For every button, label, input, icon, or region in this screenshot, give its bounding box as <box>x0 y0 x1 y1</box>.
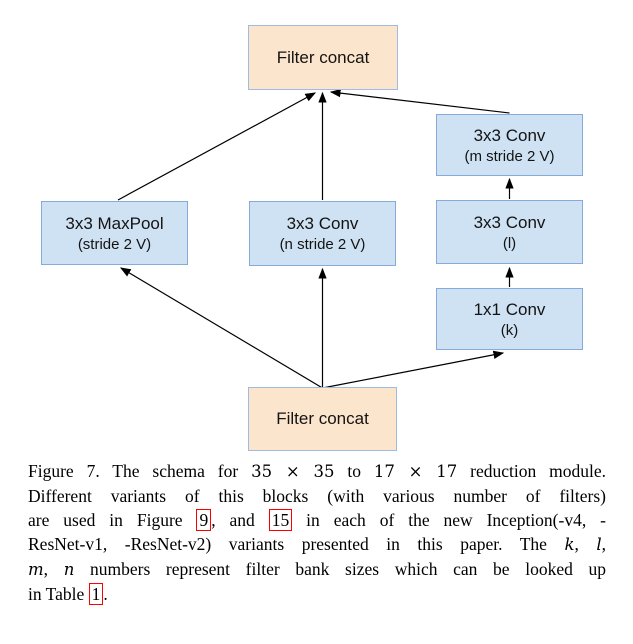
caption-var-n: n <box>63 560 75 579</box>
caption-text: ResNet-v1, -ResNet-v2) variants presente… <box>28 534 565 554</box>
caption-text: Figure 7. The schema for <box>28 461 252 481</box>
caption-var-l: l <box>596 535 602 554</box>
node-3x3-conv-n-title: 3x3 Conv <box>286 214 359 233</box>
node-filter-concat-top-label: Filter concat <box>276 47 370 67</box>
caption-var-k: k <box>564 535 575 554</box>
node-3x3-conv-l-sub: (l) <box>502 234 517 252</box>
node-3x3-maxpool-sub: (stride 2 V) <box>77 235 152 253</box>
node-filter-concat-bottom-label: Filter concat <box>276 409 369 428</box>
caption-line-1: Figure 7. The schema for 35 × 35 to 17 ×… <box>28 459 606 484</box>
node-1x1-conv-k-sub: (k) <box>500 321 519 339</box>
node-3x3-maxpool: 3x3 MaxPool (stride 2 V) <box>41 201 188 265</box>
caption-text: in each of the new Inception(-v4, - <box>292 510 606 530</box>
node-3x3-conv-n-sub: (n stride 2 V) <box>279 236 366 253</box>
caption-line-5: m, n numbers represent filter bank sizes… <box>28 557 606 582</box>
node-3x3-conv-l-title: 3x3 Conv <box>473 212 546 232</box>
node-1x1-conv-k: 1x1 Conv (k) <box>436 288 583 350</box>
caption-text: reduction module. <box>457 461 606 481</box>
caption-math-35x35: 35 × 35 <box>251 462 335 481</box>
node-3x3-conv-l: 3x3 Conv (l) <box>436 200 583 264</box>
caption-var-m: m <box>28 560 44 579</box>
caption-text: , <box>574 534 597 554</box>
citation-link-figure-9[interactable]: 9 <box>196 509 212 531</box>
node-3x3-maxpool-title: 3x3 MaxPool <box>65 213 164 233</box>
caption-text: Different variants of this blocks (with … <box>28 486 606 506</box>
node-3x3-conv-m-sub: (m stride 2 V) <box>464 147 555 165</box>
node-3x3-conv-n: 3x3 Conv (n stride 2 V) <box>249 201 396 266</box>
node-filter-concat-bottom: Filter concat <box>248 387 397 451</box>
caption-line-6: in Table 1. <box>28 582 606 606</box>
arrows-layer <box>117 88 514 389</box>
citation-link-table-1[interactable]: 1 <box>88 583 104 605</box>
caption-text: are used in Figure <box>28 510 197 530</box>
caption-text: , <box>601 534 606 554</box>
caption-line-2: Different variants of this blocks (with … <box>28 484 606 508</box>
arrow-mconv-to-topconcat <box>329 88 510 114</box>
node-filter-concat-top: Filter concat <box>248 25 398 90</box>
caption-text: to <box>334 461 374 481</box>
node-3x3-conv-m-title: 3x3 Conv <box>473 125 546 145</box>
figure-caption: Figure 7. The schema for 35 × 35 to 17 ×… <box>28 459 606 606</box>
caption-text: in Table <box>28 584 89 604</box>
reduction-module-diagram: Filter concat 3x3 Conv (m stride 2 V) 3x… <box>41 25 583 451</box>
citation-link-figure-15[interactable]: 15 <box>268 509 293 531</box>
node-3x3-conv-m: 3x3 Conv (m stride 2 V) <box>436 114 583 176</box>
arrow-bottomconcat-to-maxpool <box>119 267 323 389</box>
caption-text: numbers represent filter bank sizes whic… <box>74 559 607 579</box>
caption-math-17x17: 17 × 17 <box>373 462 458 481</box>
arrow-maxpool-to-topconcat <box>117 92 317 201</box>
arrow-bottomconcat-to-kconv <box>322 350 505 389</box>
caption-line-3: are used in Figure 9, and 15 in each of … <box>28 508 606 532</box>
caption-text: . <box>103 584 108 604</box>
caption-line-4: ResNet-v1, -ResNet-v2) variants presente… <box>28 532 606 557</box>
caption-text: , <box>43 559 64 579</box>
caption-text: , and <box>211 510 269 530</box>
node-1x1-conv-k-title: 1x1 Conv <box>473 299 546 319</box>
